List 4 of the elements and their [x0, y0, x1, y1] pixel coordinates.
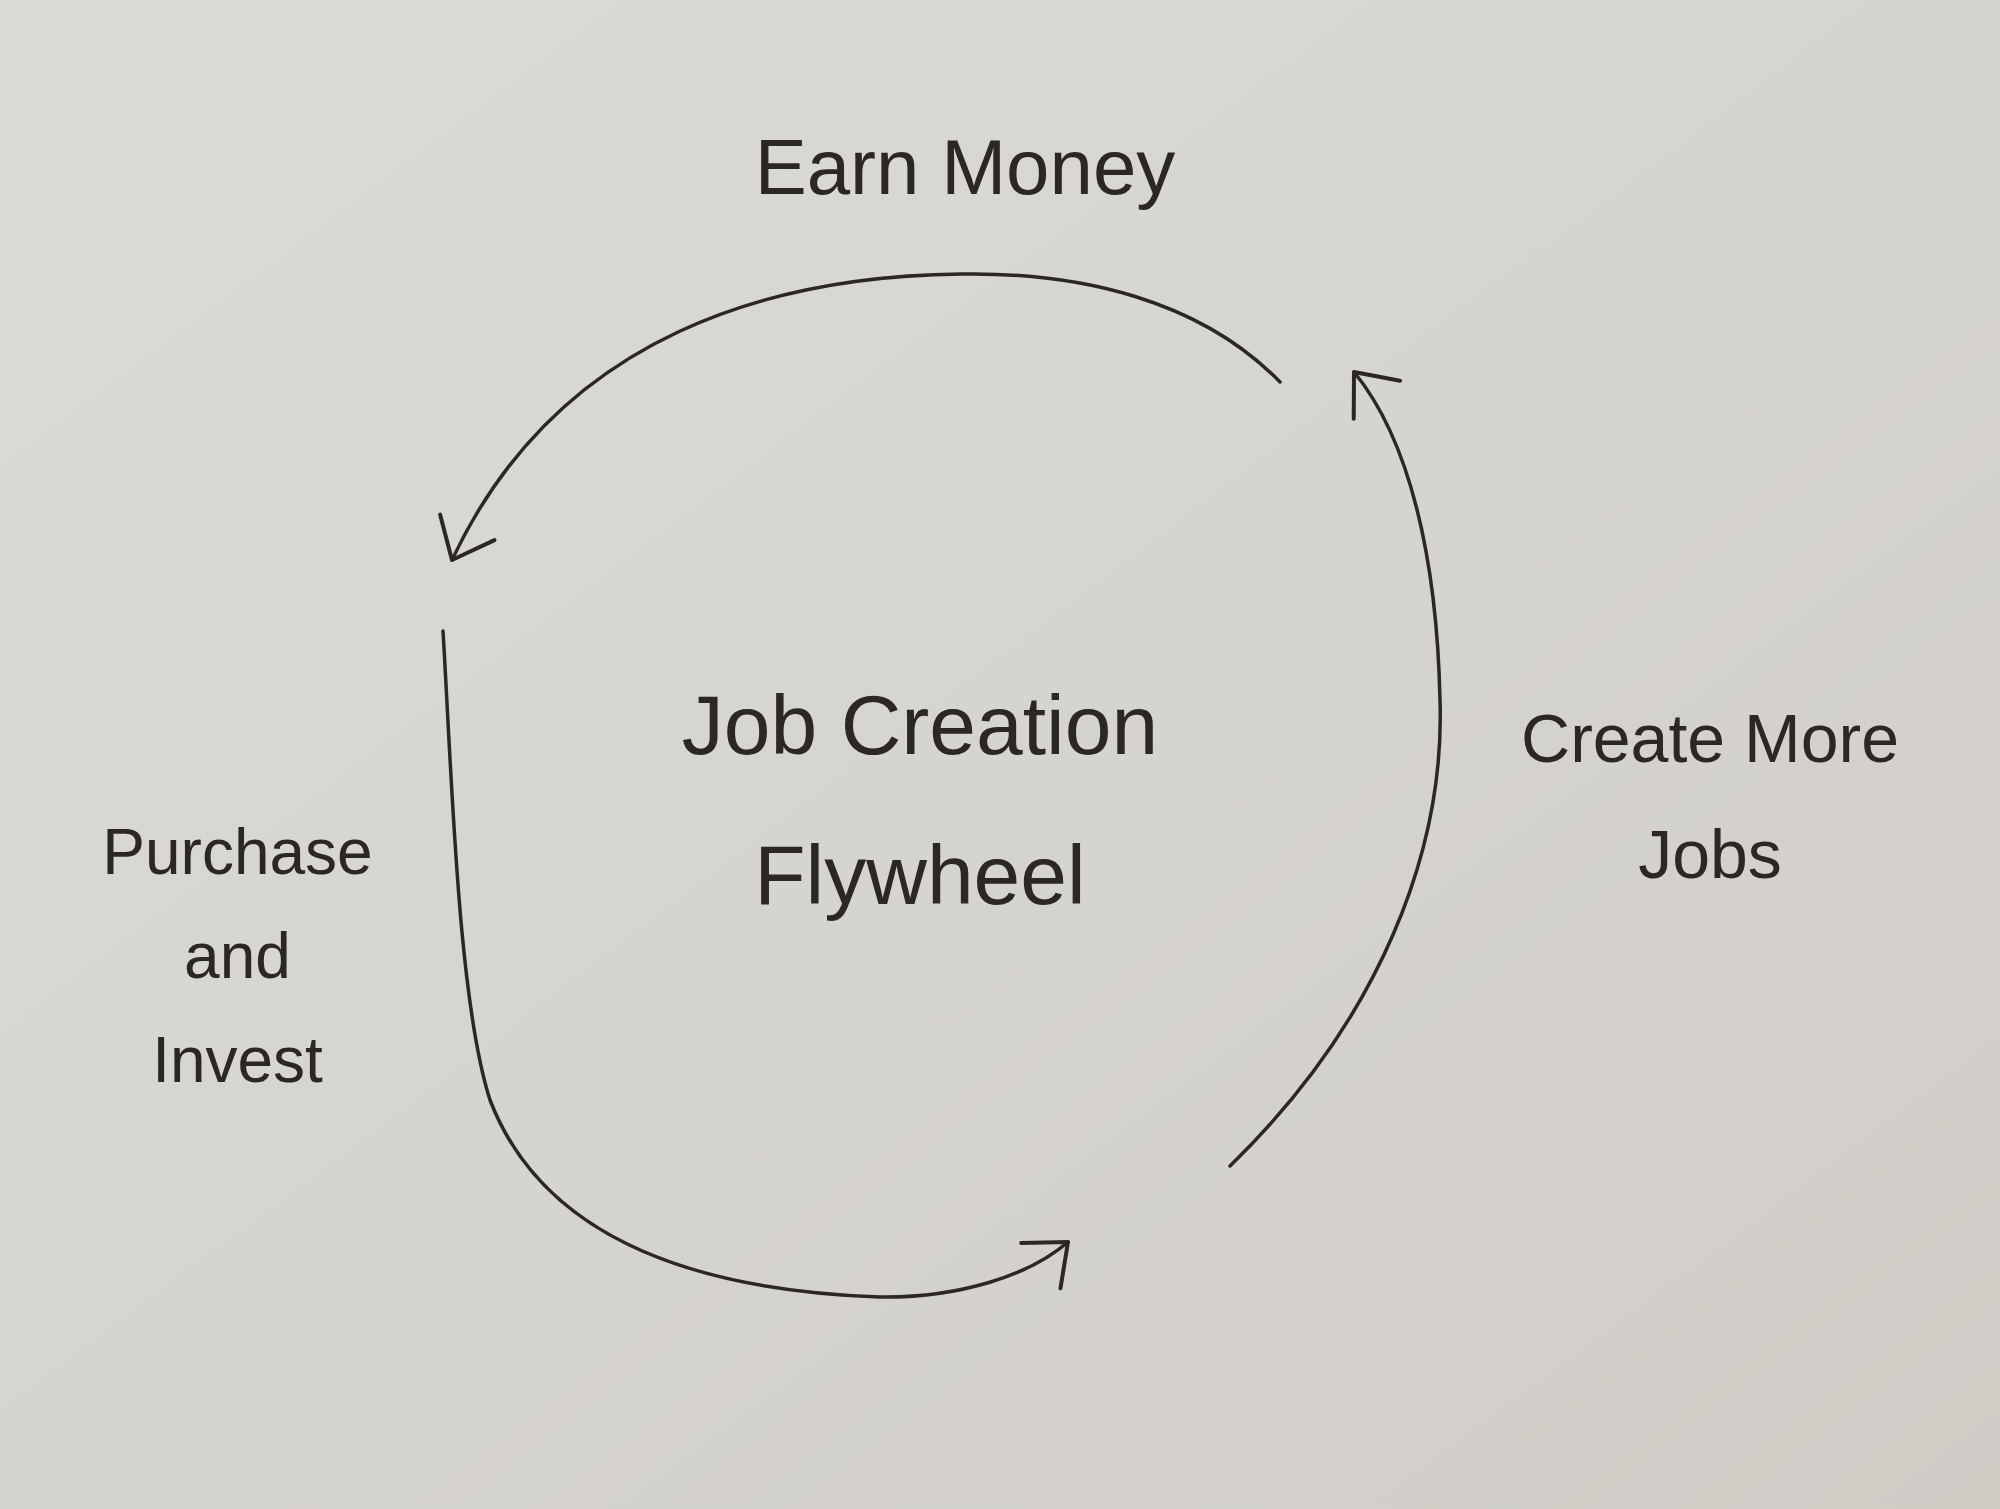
step-label: Create More Jobs [1520, 699, 1900, 894]
diagram-title: Job Creation Flywheel [680, 677, 1160, 924]
step-label: Purchase and Invest [101, 815, 374, 1098]
step-label: Earn Money [753, 122, 1177, 213]
